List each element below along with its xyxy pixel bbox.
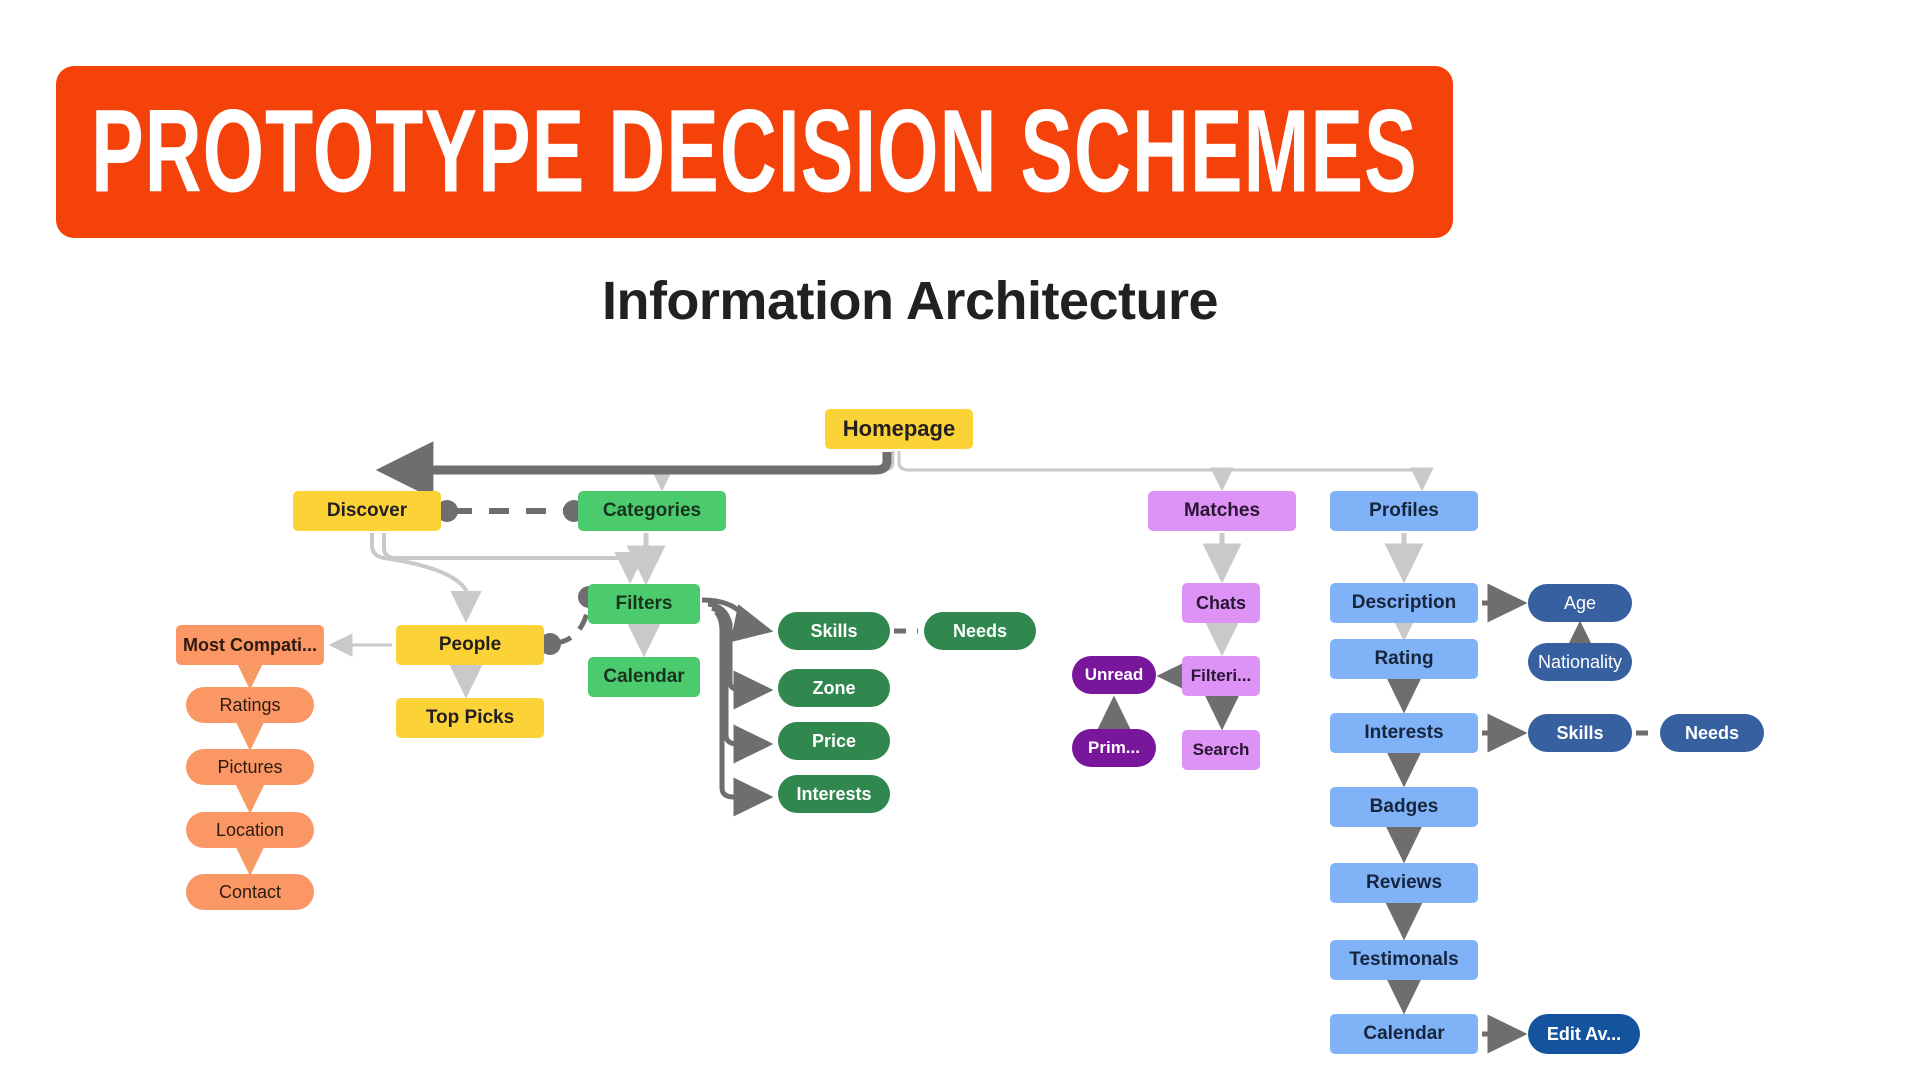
node-edit-availability[interactable]: Edit Av... [1528,1014,1640,1054]
node-needs-profile[interactable]: Needs [1660,714,1764,752]
node-categories[interactable]: Categories [578,491,726,531]
node-most-compatible[interactable]: Most Compati... [176,625,324,665]
node-badges[interactable]: Badges [1330,787,1478,827]
page-title: PROTOTYPE DECISION SCHEMES [91,86,1418,218]
node-zone[interactable]: Zone [778,669,890,707]
node-nationality[interactable]: Nationality [1528,643,1632,681]
node-profiles[interactable]: Profiles [1330,491,1478,531]
page-subtitle: Information Architecture [601,271,1219,331]
node-people[interactable]: People [396,625,544,665]
node-skills-profile[interactable]: Skills [1528,714,1632,752]
node-reviews[interactable]: Reviews [1330,863,1478,903]
node-contact[interactable]: Contact [186,874,314,910]
node-primary[interactable]: Prim... [1072,729,1156,767]
node-pictures[interactable]: Pictures [186,749,314,785]
connector-dot-people [539,633,561,655]
node-matches[interactable]: Matches [1148,491,1296,531]
node-homepage[interactable]: Homepage [825,409,973,449]
node-chats[interactable]: Chats [1182,583,1260,623]
node-price[interactable]: Price [778,722,890,760]
node-description[interactable]: Description [1330,583,1478,623]
node-filtering[interactable]: Filteri... [1182,656,1260,696]
node-top-picks[interactable]: Top Picks [396,698,544,738]
node-interests-profile[interactable]: Interests [1330,713,1478,753]
node-rating[interactable]: Rating [1330,639,1478,679]
node-skills-filter[interactable]: Skills [778,612,890,650]
node-location[interactable]: Location [186,812,314,848]
node-calendar-green[interactable]: Calendar [588,657,700,697]
node-calendar-profile[interactable]: Calendar [1330,1014,1478,1054]
node-unread[interactable]: Unread [1072,656,1156,694]
title-banner: PROTOTYPE DECISION SCHEMES [56,66,1453,238]
node-age[interactable]: Age [1528,584,1632,622]
connector-dot-discover [436,500,458,522]
node-discover[interactable]: Discover [293,491,441,531]
node-interests-filter[interactable]: Interests [778,775,890,813]
node-needs-filter[interactable]: Needs [924,612,1036,650]
node-search[interactable]: Search [1182,730,1260,770]
node-ratings[interactable]: Ratings [186,687,314,723]
node-testimonals[interactable]: Testimonals [1330,940,1478,980]
node-filters[interactable]: Filters [588,584,700,624]
